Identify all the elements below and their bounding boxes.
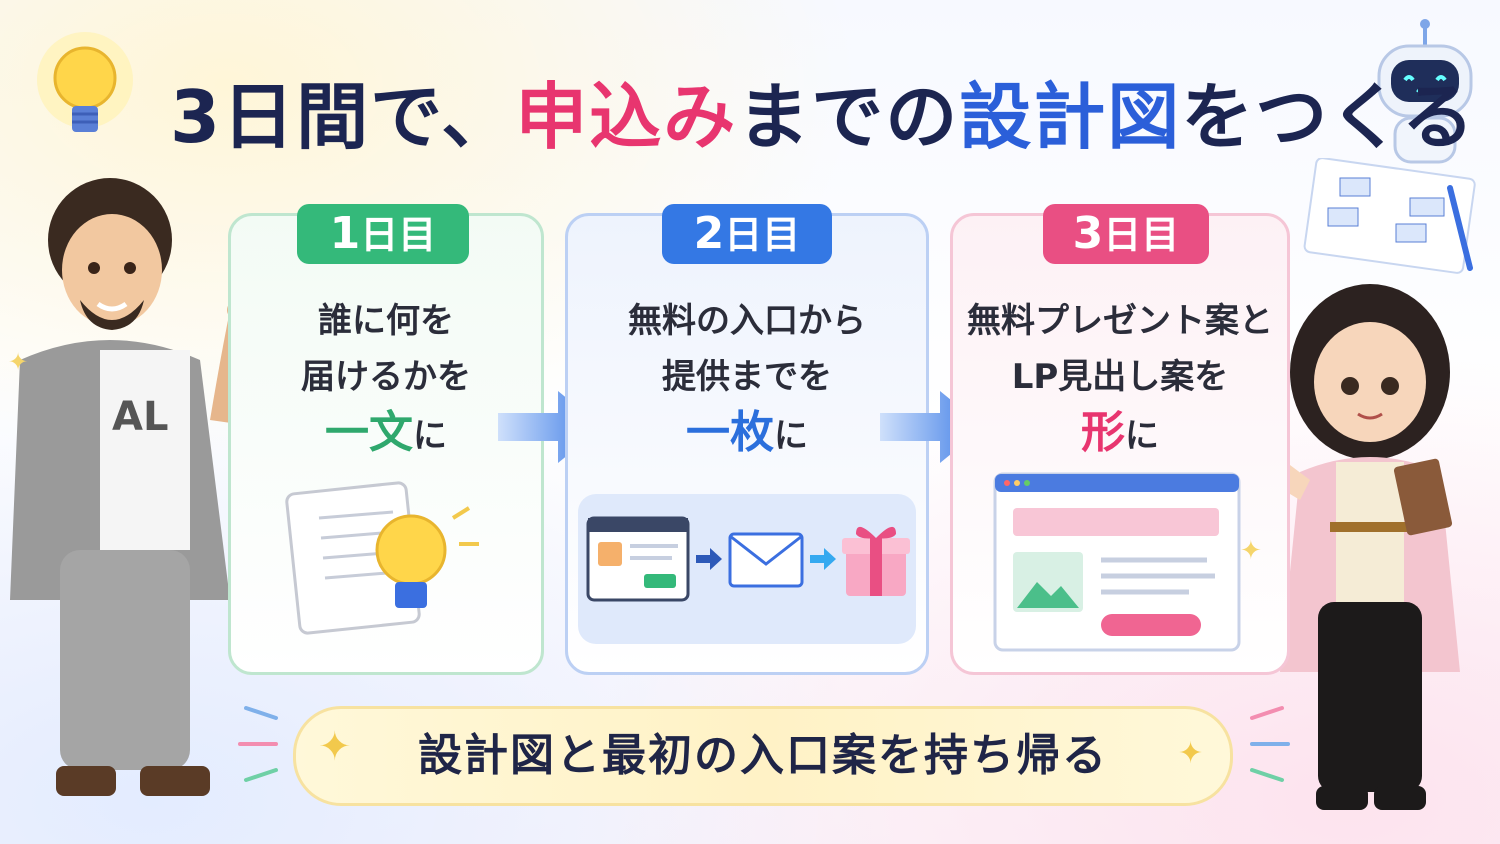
step-line2: 届けるかを (301, 357, 471, 397)
step-emphasis: 一文に (231, 406, 541, 463)
arrow-small-icon (696, 548, 722, 570)
badge-number: 3 (1072, 208, 1104, 259)
step-card-day2: 2日目 無料の入口から 提供までを 一枚に (565, 204, 929, 675)
bottom-banner: 設計図と最初の入口案を持ち帰る (293, 706, 1233, 806)
step-suffix: に (413, 416, 447, 456)
step-suffix: に (1125, 416, 1159, 456)
flowchart-sheet-icon (1303, 158, 1476, 274)
robot-icon (1377, 19, 1473, 164)
step-card-day3: 3日目 無料プレゼント案と LP見出し案を 形に (950, 204, 1290, 675)
svg-text:AL: AL (112, 394, 168, 440)
title-part2: 申込み (515, 75, 738, 159)
browser-icon (586, 516, 690, 602)
step-highlight: 一枚 (686, 407, 774, 458)
title-part5: をつくる (1181, 75, 1476, 159)
sparkle-icon: ✦ (318, 724, 352, 770)
mail-icon (728, 532, 804, 588)
decorative-lines (238, 706, 278, 782)
step-line2: 提供までを (662, 357, 832, 397)
step-card-day1: 1日目 誰に何を 届けるかを 一文に (228, 204, 544, 675)
notebook-icon (285, 481, 479, 635)
bottom-text: 設計図と最初の入口案を持ち帰る (418, 730, 1108, 781)
decorative-lines (1250, 706, 1290, 782)
sparkle-icon: ✦ (1178, 736, 1204, 771)
landing-page-icon (993, 472, 1241, 652)
step-line1: 無料プレゼント案と (967, 301, 1273, 341)
flow-illustration-panel (578, 494, 916, 644)
title-part3: までの (737, 75, 960, 159)
badge-unit: 日目 (1103, 213, 1180, 257)
step-emphasis: 形に (953, 406, 1287, 463)
arrow-small-icon (810, 548, 836, 570)
step-line1: 誰に何を (318, 301, 454, 341)
step-highlight: 形 (1081, 407, 1125, 458)
step-emphasis: 一枚に (568, 406, 926, 463)
day-badge-3: 3日目 (1043, 204, 1209, 264)
title-part4: 設計図 (959, 75, 1182, 159)
badge-unit: 日目 (360, 213, 437, 257)
step-suffix: に (774, 416, 808, 456)
page-title: 3日間で、申込みまでの設計図をつくる (170, 62, 1474, 172)
sparkle-icon: ✦ (1240, 536, 1262, 566)
gift-icon (842, 526, 910, 596)
male-character-illustration: AL (10, 178, 245, 796)
badge-number: 2 (693, 208, 725, 259)
badge-number: 1 (329, 208, 361, 259)
title-part1: 3日間で、 (170, 75, 516, 159)
step-line2: LP見出し案を (1011, 357, 1229, 397)
step-line1: 無料の入口から (628, 301, 866, 341)
day-badge-2: 2日目 (662, 204, 832, 264)
badge-unit: 日目 (724, 213, 801, 257)
day-badge-1: 1日目 (297, 204, 469, 264)
lightbulb-icon (37, 32, 133, 132)
female-character-illustration (1240, 284, 1460, 810)
sparkle-icon: ✦ (8, 348, 29, 376)
step-highlight: 一文 (325, 407, 413, 458)
